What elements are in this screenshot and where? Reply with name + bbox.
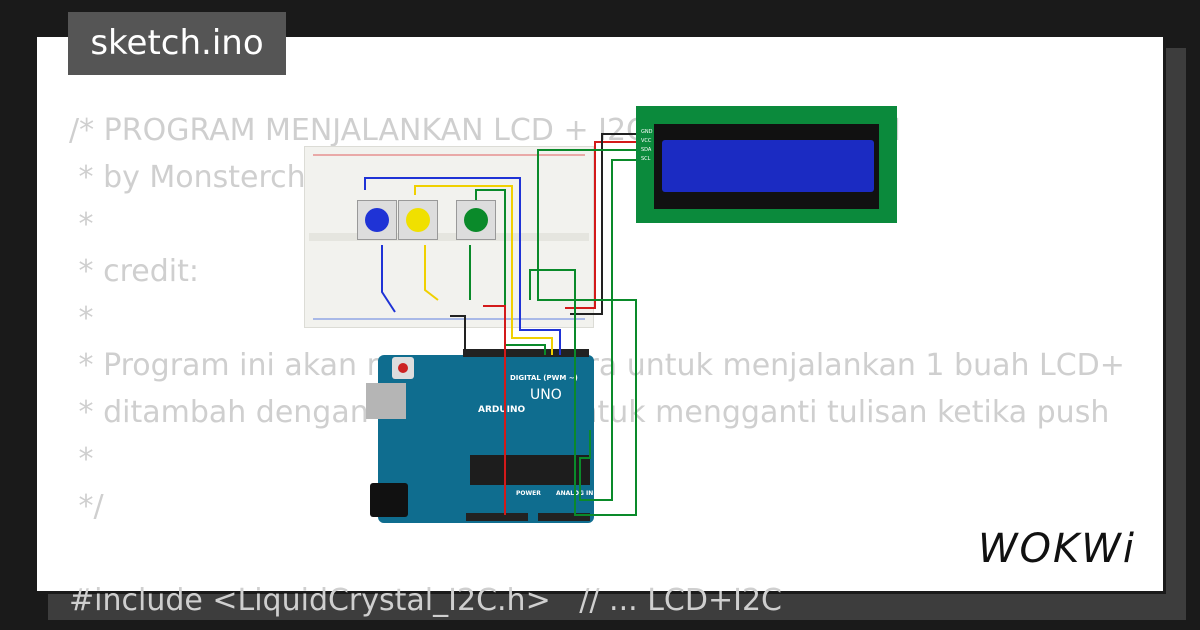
power-jack xyxy=(370,483,408,517)
usb-port xyxy=(366,383,406,419)
arduino-uno-board[interactable]: DIGITAL (PWM ~) ARDUINO UNO POWER ANALOG… xyxy=(366,349,594,523)
power-label: POWER xyxy=(516,490,541,497)
power-header xyxy=(466,513,528,521)
breadboard xyxy=(304,146,594,328)
breadboard-graphic xyxy=(309,154,589,320)
code-line: * xyxy=(69,301,94,336)
wokwi-logo: WOKWi xyxy=(978,526,1136,572)
analog-header xyxy=(538,513,590,521)
reset-button[interactable] xyxy=(392,357,414,379)
board-model: UNO xyxy=(530,387,562,403)
board-brand: ARDUINO xyxy=(478,405,526,415)
code-line: * xyxy=(69,442,94,477)
file-name-badge: sketch.ino xyxy=(68,12,286,75)
lcd-module[interactable] xyxy=(636,106,897,223)
mcu-chip xyxy=(470,455,590,485)
lcd-pin-sda: SDA xyxy=(641,147,652,153)
button-cap-green xyxy=(464,208,488,232)
wire-sda xyxy=(529,149,637,516)
code-line: */ xyxy=(69,489,104,524)
wire-gnd xyxy=(570,133,636,315)
lcd-pin-vcc: VCC xyxy=(641,138,652,144)
code-preview: /* PROGRAM MENJALANKAN LCD + I2C ... PUS… xyxy=(69,107,1139,624)
digital-label: DIGITAL (PWM ~) xyxy=(510,374,578,382)
code-line: * ditambah dengan untuk mengganti tulisa… xyxy=(78,395,1110,430)
wire-blue-button xyxy=(364,177,561,355)
pushbutton-blue[interactable] xyxy=(357,200,397,240)
code-line: * credit: xyxy=(69,254,199,289)
button-cap-yellow xyxy=(406,208,430,232)
pushbutton-yellow[interactable] xyxy=(398,200,438,240)
code-line: * xyxy=(69,207,94,242)
digital-header xyxy=(463,349,589,357)
wire-vcc xyxy=(565,141,636,309)
wire-green-button xyxy=(475,189,546,355)
lcd-screen xyxy=(662,140,874,192)
code-line: #include <LiquidCrystal_I2C.h> // ... LC… xyxy=(69,583,782,618)
lcd-pin-labels: GND VCC SDA SCL xyxy=(641,128,652,164)
wire-yellow-button xyxy=(414,185,553,355)
button-cap-blue xyxy=(365,208,389,232)
pushbutton-green[interactable] xyxy=(456,200,496,240)
lcd-pin-scl: SCL xyxy=(641,156,651,162)
wire-scl xyxy=(579,159,636,501)
code-line: * by Monsterch xyxy=(69,160,306,195)
lcd-pin-gnd: GND xyxy=(641,129,653,135)
